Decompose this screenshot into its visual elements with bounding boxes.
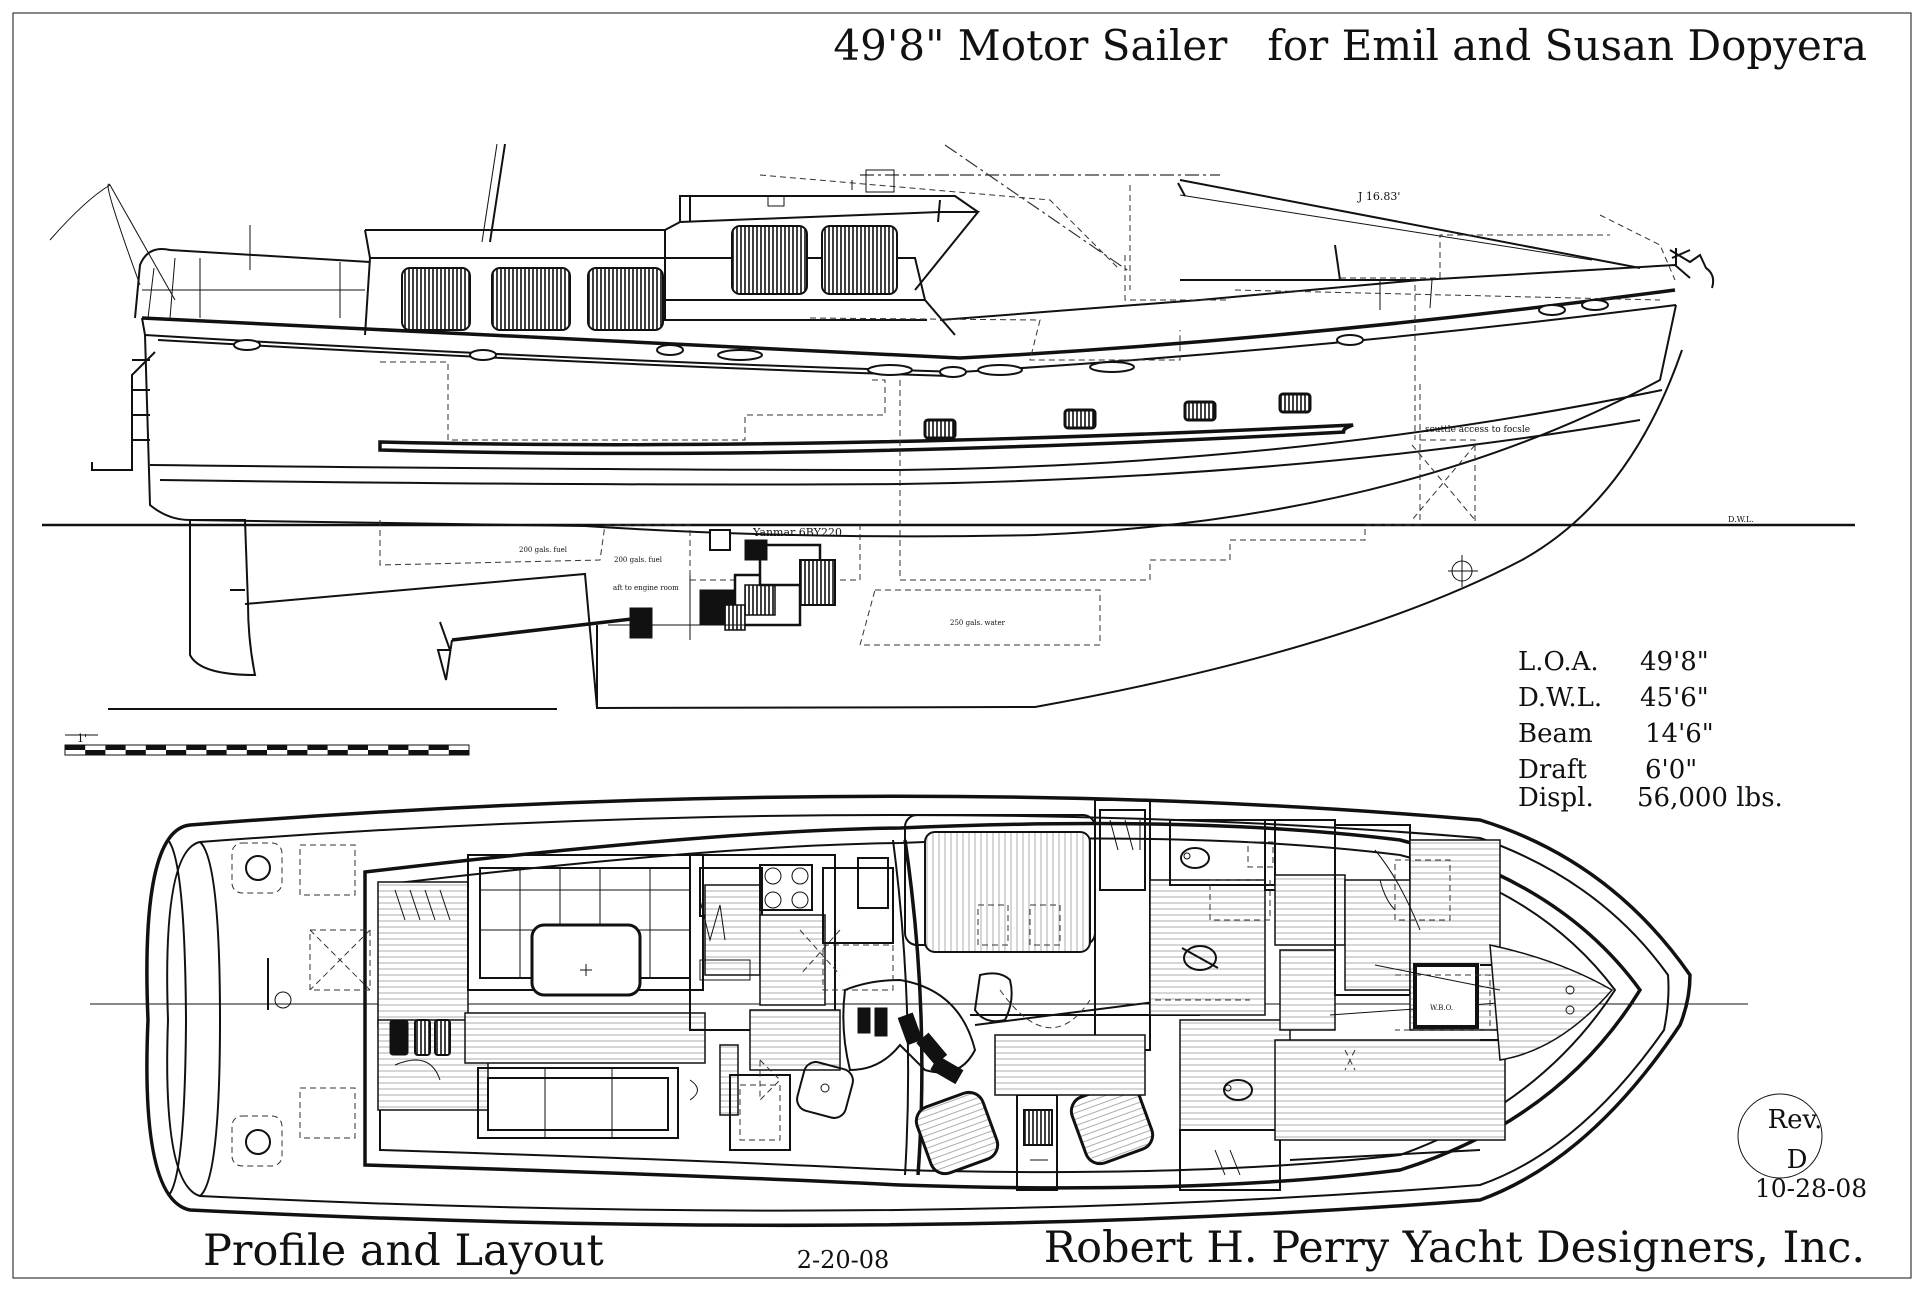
- companionway-stairs: [842, 839, 977, 1176]
- hull-port: [1089, 361, 1135, 373]
- head-toilet: [1223, 1079, 1253, 1101]
- scuttle-label: scuttle access to focsle: [1425, 425, 1530, 435]
- sheet-border: [12, 12, 1912, 1279]
- revision-stamp: Rev. D 10-28-08: [1737, 1093, 1867, 1203]
- galley: [689, 854, 894, 1151]
- spec-value-draft: 6'0": [1645, 755, 1697, 785]
- head-toilet: [1180, 847, 1210, 869]
- hull-port: [233, 339, 261, 351]
- spec-label-dwl: D.W.L.: [1518, 683, 1602, 713]
- mast: [489, 143, 506, 243]
- designer-name: Robert H. Perry Yacht Designers, Inc.: [1044, 1223, 1865, 1273]
- saloon-dinette: [464, 854, 739, 1139]
- specs-table: L.O.A. 49'8" D.W.L. 45'6" Beam 14'6" Dra…: [1518, 647, 1783, 813]
- hull-portlight: [1183, 400, 1217, 422]
- scale-segment: [85, 750, 106, 755]
- scale-segment: [448, 750, 469, 755]
- scale-segment: [166, 750, 187, 755]
- spec-label-draft: Draft: [1518, 755, 1587, 785]
- pilothouse-window: [821, 225, 898, 295]
- hull-port: [469, 349, 497, 361]
- hull-port: [939, 366, 967, 378]
- hull-port: [977, 364, 1023, 376]
- fuel-tank-label-fwd: 200 gals. fuel: [614, 556, 663, 564]
- hull-portlight: [923, 418, 957, 440]
- scale-segment: [347, 745, 368, 750]
- spec-value-dwl: 45'6": [1640, 683, 1709, 713]
- scale-segment: [226, 745, 247, 750]
- scale-segment: [267, 745, 288, 750]
- hull-portlight: [1278, 392, 1312, 414]
- spec-label-beam: Beam: [1518, 719, 1593, 749]
- scale-segment: [206, 750, 227, 755]
- scale-segment: [327, 750, 348, 755]
- hatch-label: W.B.O.: [1430, 1004, 1453, 1012]
- dwl-label: D.W.L.: [1728, 515, 1754, 524]
- spec-label-loa: L.O.A.: [1518, 647, 1599, 677]
- water-tank-label: 250 gals. water: [950, 619, 1006, 627]
- scale-segment: [388, 745, 409, 750]
- deckhouse-window: [401, 267, 471, 331]
- scale-bar: 1': [64, 732, 470, 756]
- spec-value-loa: 49'8": [1640, 647, 1709, 677]
- aft-cabin: [377, 881, 489, 1111]
- boom-label: J 16.83': [1357, 190, 1400, 203]
- scale-segment: [246, 750, 267, 755]
- drawing-subtitle: Profile and Layout: [203, 1226, 604, 1276]
- revision-label: Rev.: [1768, 1105, 1823, 1135]
- hull-port: [1538, 304, 1566, 316]
- scale-segment: [428, 745, 449, 750]
- scale-segment: [145, 745, 166, 750]
- revision-date: 10-28-08: [1755, 1174, 1867, 1203]
- hull-port: [717, 349, 763, 361]
- spec-label-displ: Displ.: [1518, 783, 1594, 813]
- v-berth: W.B.O.: [1374, 944, 1614, 1061]
- drawing-title: 49'8" Motor Sailer for Emil and Susan Do…: [833, 21, 1867, 70]
- drawing-date: 2-20-08: [797, 1246, 890, 1274]
- deckhouse-window: [587, 267, 664, 331]
- pilothouse: [759, 799, 1200, 1191]
- spec-value-beam: 14'6": [1645, 719, 1714, 749]
- scale-segment: [307, 745, 328, 750]
- scale-segment: [368, 750, 389, 755]
- scale-segment: [408, 750, 429, 755]
- hull-portlight: [1063, 408, 1097, 430]
- forward-cabins: [1149, 819, 1541, 1191]
- engine-room-label: aft to engine room: [613, 584, 679, 592]
- scale-segment: [186, 745, 207, 750]
- profile-view: D.W.L.: [42, 143, 1855, 710]
- plan-view: W.B.O.: [90, 794, 1748, 1228]
- hull-port: [1336, 334, 1364, 346]
- scale-segment: [125, 750, 146, 755]
- scale-segment: [65, 745, 86, 750]
- fuel-tank-label-aft: 200 gals. fuel: [519, 546, 568, 554]
- pilothouse-window: [731, 225, 808, 295]
- scale-label: 1': [77, 732, 87, 745]
- scale-segment: [287, 750, 308, 755]
- deckhouse-window: [491, 267, 571, 331]
- revision-circle: [1737, 1093, 1823, 1179]
- engine-label: Yanmar 6BY220: [752, 526, 842, 539]
- hull-port: [1581, 299, 1609, 311]
- hull-port: [656, 344, 684, 356]
- scale-segment: [105, 745, 126, 750]
- head-toilet: [1183, 945, 1217, 971]
- revision-letter: D: [1787, 1145, 1808, 1175]
- engine-assembly: [451, 529, 836, 642]
- hull-port: [867, 364, 913, 376]
- spec-value-displ: 56,000 lbs.: [1637, 783, 1783, 813]
